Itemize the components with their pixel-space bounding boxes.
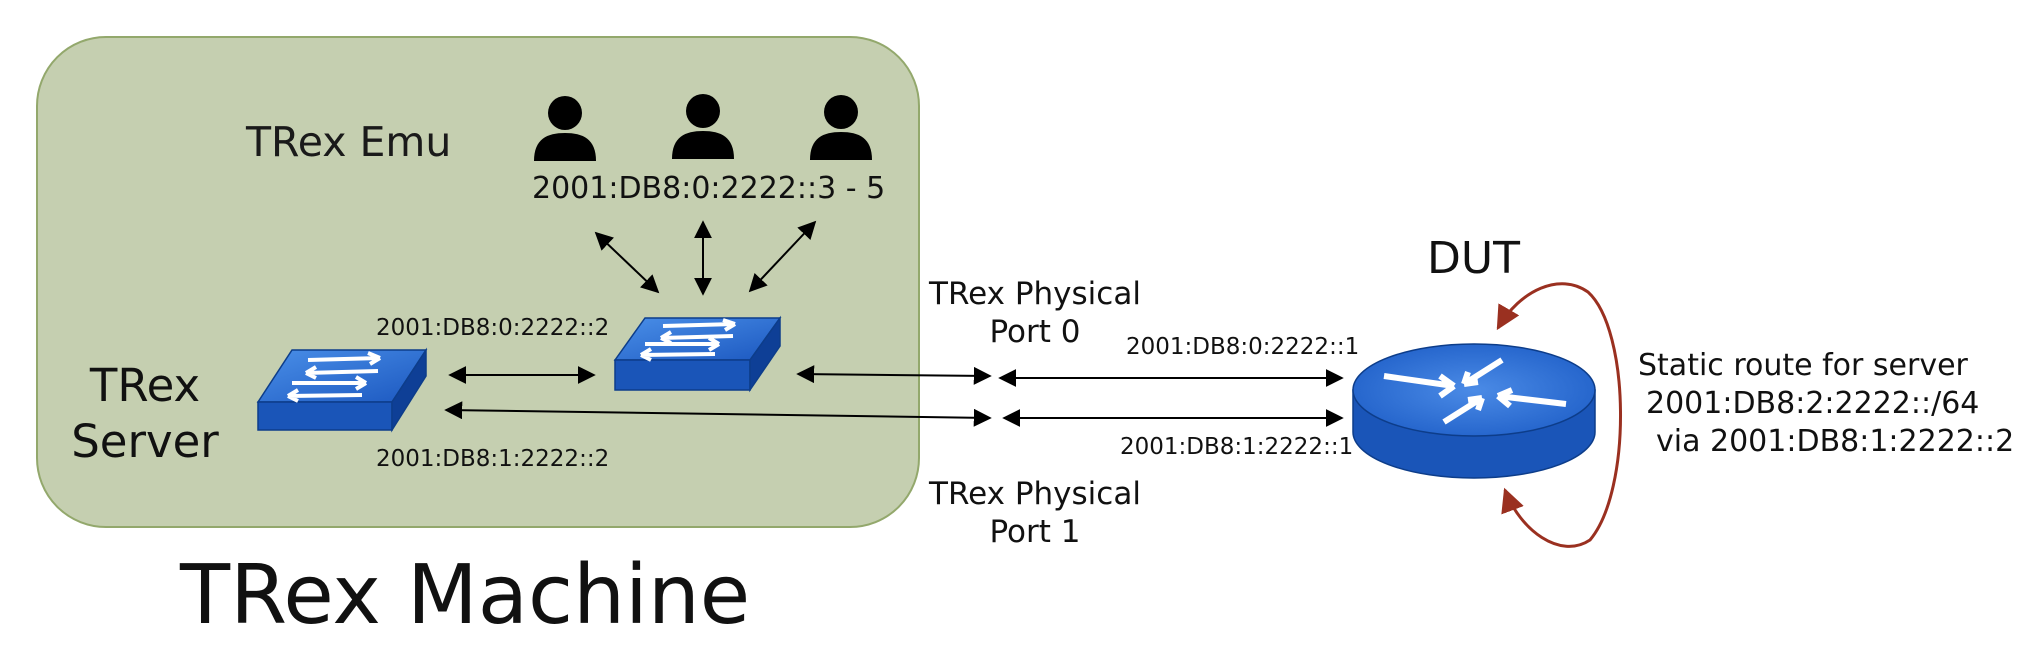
server-title-line1: TRex (89, 359, 201, 412)
port0-label: TRex Physical Port 0 (915, 275, 1155, 351)
switch-icon (613, 315, 782, 393)
route-line3: via 2001:DB8:1:2222::2 (1656, 424, 2015, 459)
switch-icon (256, 347, 428, 433)
port1-line2: Port 1 (989, 514, 1081, 550)
static-route-label: Static route for server 2001:DB8:2:2222:… (1638, 347, 2014, 461)
emu-switch-ip: 2001:DB8:0:2222::2 (376, 315, 610, 341)
route-line2: 2001:DB8:2:2222::/64 (1646, 386, 1980, 421)
user-icon (534, 96, 596, 161)
dut-label: DUT (1427, 233, 1520, 284)
static-route-arrow (1496, 282, 1622, 548)
emu-link-arrow (594, 231, 660, 294)
port0-line1: TRex Physical (929, 276, 1141, 312)
router-icon (1352, 343, 1596, 479)
user-icon (810, 95, 872, 160)
emu-port0-link (796, 365, 992, 385)
emu-link-arrow (748, 220, 817, 293)
port0-line2: Port 0 (989, 314, 1081, 350)
trex-emu-label: TRex Emu (246, 118, 452, 166)
server-ip: 2001:DB8:1:2222::2 (376, 446, 610, 472)
server-port1-link (444, 401, 992, 427)
server-title-line2: Server (71, 415, 219, 468)
user-icon (672, 94, 734, 159)
port1-label: TRex Physical Port 1 (915, 475, 1155, 551)
emu-clients-ip: 2001:DB8:0:2222::3 - 5 (532, 171, 886, 206)
dut-port1-ip: 2001:DB8:1:2222::1 (1120, 434, 1354, 460)
port1-line1: TRex Physical (929, 476, 1141, 512)
trex-server-label: TRex Server (70, 358, 220, 470)
trex-machine-label: TRex Machine (180, 548, 751, 643)
dut-port0-ip: 2001:DB8:0:2222::1 (1126, 334, 1360, 360)
route-line1: Static route for server (1638, 348, 1968, 383)
